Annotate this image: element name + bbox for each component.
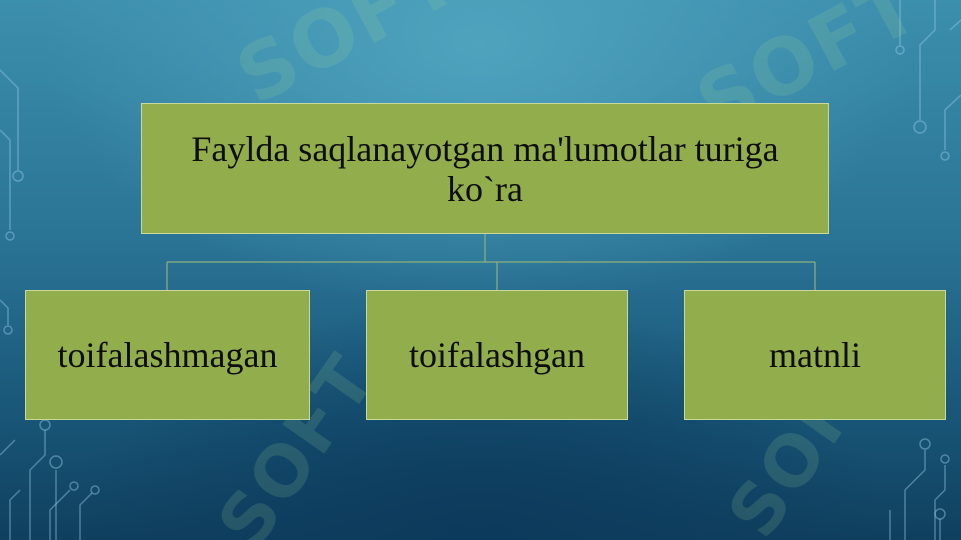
diagram-root-label: Faylda saqlanayotgan ma'lumotlar turiga … <box>191 128 779 209</box>
diagram-root-box: Faylda saqlanayotgan ma'lumotlar turiga … <box>141 103 829 234</box>
diagram-child-box: toifalashgan <box>366 290 628 420</box>
diagram-child-box: toifalashmagan <box>25 290 310 420</box>
diagram-child-box: matnli <box>684 290 946 420</box>
diagram-child-label: toifalashgan <box>409 335 585 375</box>
diagram-child-label: toifalashmagan <box>57 335 278 375</box>
diagram-child-label: matnli <box>769 335 861 375</box>
